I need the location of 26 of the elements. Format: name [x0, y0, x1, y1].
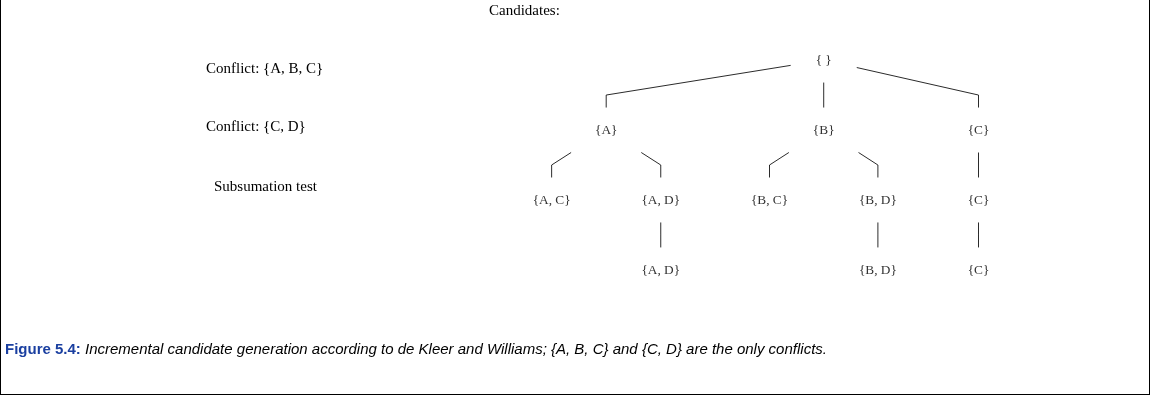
node-text: {C}	[967, 192, 990, 207]
node-text: { }	[815, 52, 832, 67]
node-text: {B, D}	[858, 262, 897, 277]
column-heading: Candidates:	[489, 2, 560, 19]
row-label: Subsumation test	[214, 178, 317, 195]
node-text: {C}	[967, 262, 990, 277]
connector	[858, 152, 879, 178]
connector	[551, 152, 572, 178]
node-text: {B}	[812, 122, 835, 137]
node-text: {A, D}	[641, 192, 681, 207]
node-text: {A, D}	[641, 262, 681, 277]
connector	[856, 67, 979, 108]
node-text: {B, C}	[750, 192, 789, 207]
connector	[823, 82, 825, 108]
node-text: {A}	[594, 122, 618, 137]
row-label: Conflict: {C, D}	[206, 118, 306, 135]
connector	[769, 152, 790, 178]
connector	[978, 222, 979, 248]
connector	[640, 152, 662, 178]
node-text: {B, D}	[858, 192, 897, 207]
connector	[605, 64, 792, 108]
connector	[978, 152, 979, 178]
figure-caption: Figure 5.4: Incremental candidate generation according to de Kleer and Williams; {A, B, C} and {C, D} are the only conflicts.	[5, 339, 828, 359]
node-text: {C}	[967, 122, 990, 137]
row-label: Conflict: {A, B, C}	[206, 60, 324, 77]
node-text: {A, C}	[532, 192, 571, 207]
